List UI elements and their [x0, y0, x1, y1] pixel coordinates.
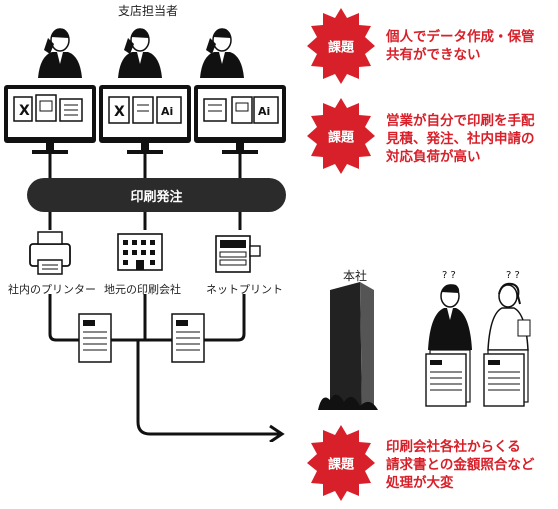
- issue-line: 営業が自分で印刷を手配: [386, 113, 535, 129]
- svg-text:X: X: [19, 103, 30, 119]
- issue-line: 対応負荷が高い: [386, 149, 481, 165]
- invoice-stack-icon: [483, 349, 529, 407]
- svg-text:? ?: ? ?: [506, 270, 520, 281]
- headquarters-building-icon: [318, 282, 378, 410]
- vendor-label-net-print: ネットプリント: [206, 283, 283, 296]
- vendor-flow: [29, 212, 285, 442]
- vendor-label-inhouse-printer: 社内のプリンター: [8, 283, 96, 296]
- print-order-bar: 印刷発注: [27, 178, 286, 212]
- copier-icon: [215, 235, 261, 273]
- vendor-label-local-print-company: 地元の印刷会社: [104, 283, 181, 296]
- issue-badge-label: 課題: [327, 40, 354, 56]
- invoice-stack-icon: [425, 349, 471, 407]
- issue-line: 共有ができない: [386, 47, 481, 63]
- issue-badge: 課題: [303, 98, 379, 174]
- issue-line: 個人でデータ作成・保管: [386, 29, 535, 45]
- svg-text:? ?: ? ?: [442, 270, 456, 281]
- svg-text:Ai: Ai: [258, 105, 270, 118]
- printer-icon: [29, 231, 71, 275]
- issue-line: 見積、発注、社内申請の: [386, 131, 535, 147]
- worried-staff-icon: ? ?: [487, 270, 531, 351]
- staff-person-icon: [117, 27, 163, 79]
- headquarters-scene: ? ? ? ?: [318, 270, 531, 410]
- print-order-label: 印刷発注: [130, 189, 183, 205]
- staff-person-icon: [37, 27, 83, 79]
- issue-line: 処理が大変: [386, 475, 454, 491]
- svg-text:X: X: [114, 104, 125, 120]
- branch-workstations: X X Ai Ai: [4, 27, 286, 178]
- invoice-document-icon: [171, 313, 205, 363]
- issue-text-2: 営業が自分で印刷を手配 見積、発注、社内申請の 対応負荷が高い: [386, 112, 535, 166]
- issue-text-3: 印刷会社各社からくる 請求書との金額照合など 処理が大変: [386, 438, 534, 492]
- print-company-building-icon: [117, 233, 163, 271]
- staff-person-icon: [199, 27, 245, 79]
- issue-line: 請求書との金額照合など: [386, 457, 535, 473]
- worried-staff-icon: ? ?: [428, 270, 472, 350]
- issue-badge: 課題: [303, 8, 379, 84]
- issue-badge-label: 課題: [327, 457, 354, 473]
- issue-badge: 課題: [303, 425, 379, 501]
- branch-staff-label: 支店担当者: [118, 4, 179, 18]
- issue-line: 印刷会社各社からくる: [386, 439, 521, 455]
- issue-badge-label: 課題: [327, 130, 354, 146]
- svg-text:Ai: Ai: [161, 105, 173, 118]
- issue-text-1: 個人でデータ作成・保管 共有ができない: [386, 28, 535, 64]
- invoice-document-icon: [78, 313, 112, 363]
- headquarters-label: 本社: [343, 269, 368, 283]
